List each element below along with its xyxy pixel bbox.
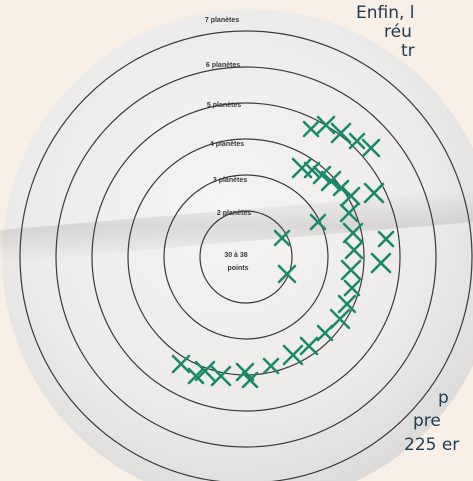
- x-mark: [235, 362, 255, 382]
- x-mark: [340, 259, 362, 281]
- x-mark: [303, 161, 321, 179]
- x-mark: [316, 115, 336, 135]
- x-mark: [171, 354, 191, 374]
- x-mark: [332, 179, 350, 197]
- ring-center: [199, 210, 293, 304]
- paper-disc: [2, 9, 473, 481]
- x-mark: [277, 264, 297, 284]
- ring-5: [55, 66, 437, 448]
- hand-drawn-x-marks: [171, 115, 395, 389]
- ring-label-3: 3 planètes: [213, 177, 247, 184]
- x-mark: [361, 138, 381, 158]
- x-mark: [241, 371, 259, 389]
- article-text-1: Enfin, l: [356, 3, 415, 23]
- x-mark: [316, 324, 334, 342]
- x-mark: [341, 186, 361, 206]
- x-mark: [363, 182, 385, 204]
- x-mark: [330, 122, 352, 144]
- target-rings: [19, 30, 473, 481]
- x-mark: [348, 132, 366, 150]
- x-mark: [194, 360, 216, 382]
- x-mark: [187, 367, 205, 385]
- center-label-line1: 30 à 38: [224, 252, 247, 259]
- x-mark: [320, 170, 342, 192]
- ring-6: [19, 30, 473, 481]
- x-mark: [273, 229, 291, 247]
- ring-4: [91, 102, 401, 412]
- x-mark: [344, 240, 364, 260]
- x-mark: [210, 365, 232, 387]
- x-mark: [302, 120, 320, 138]
- article-text-2: réu: [384, 22, 412, 42]
- x-mark: [343, 279, 361, 297]
- ring-label-4: 4 planètes: [210, 141, 244, 148]
- article-text-5: pre: [413, 411, 441, 431]
- ring-label-5: 5 planètes: [207, 102, 241, 109]
- x-mark: [342, 222, 364, 244]
- x-mark: [262, 357, 280, 375]
- article-text-3: tr: [401, 41, 415, 61]
- article-text-4: p: [438, 388, 449, 408]
- ring-label-2: 2 planètes: [217, 210, 251, 217]
- x-mark: [370, 252, 392, 274]
- x-mark: [329, 308, 351, 330]
- x-mark: [377, 230, 395, 248]
- x-mark: [337, 294, 357, 314]
- ring-2: [163, 174, 329, 340]
- x-mark: [309, 213, 327, 231]
- ring-label-6: 6 planètes: [206, 62, 240, 69]
- center-label-line2: points: [228, 265, 249, 272]
- x-mark: [299, 336, 319, 356]
- article-text-6: 225 er: [404, 435, 460, 455]
- ring-label-7: 7 planètes: [205, 17, 239, 24]
- x-mark: [312, 165, 332, 185]
- x-mark: [282, 344, 304, 366]
- x-mark: [339, 203, 359, 223]
